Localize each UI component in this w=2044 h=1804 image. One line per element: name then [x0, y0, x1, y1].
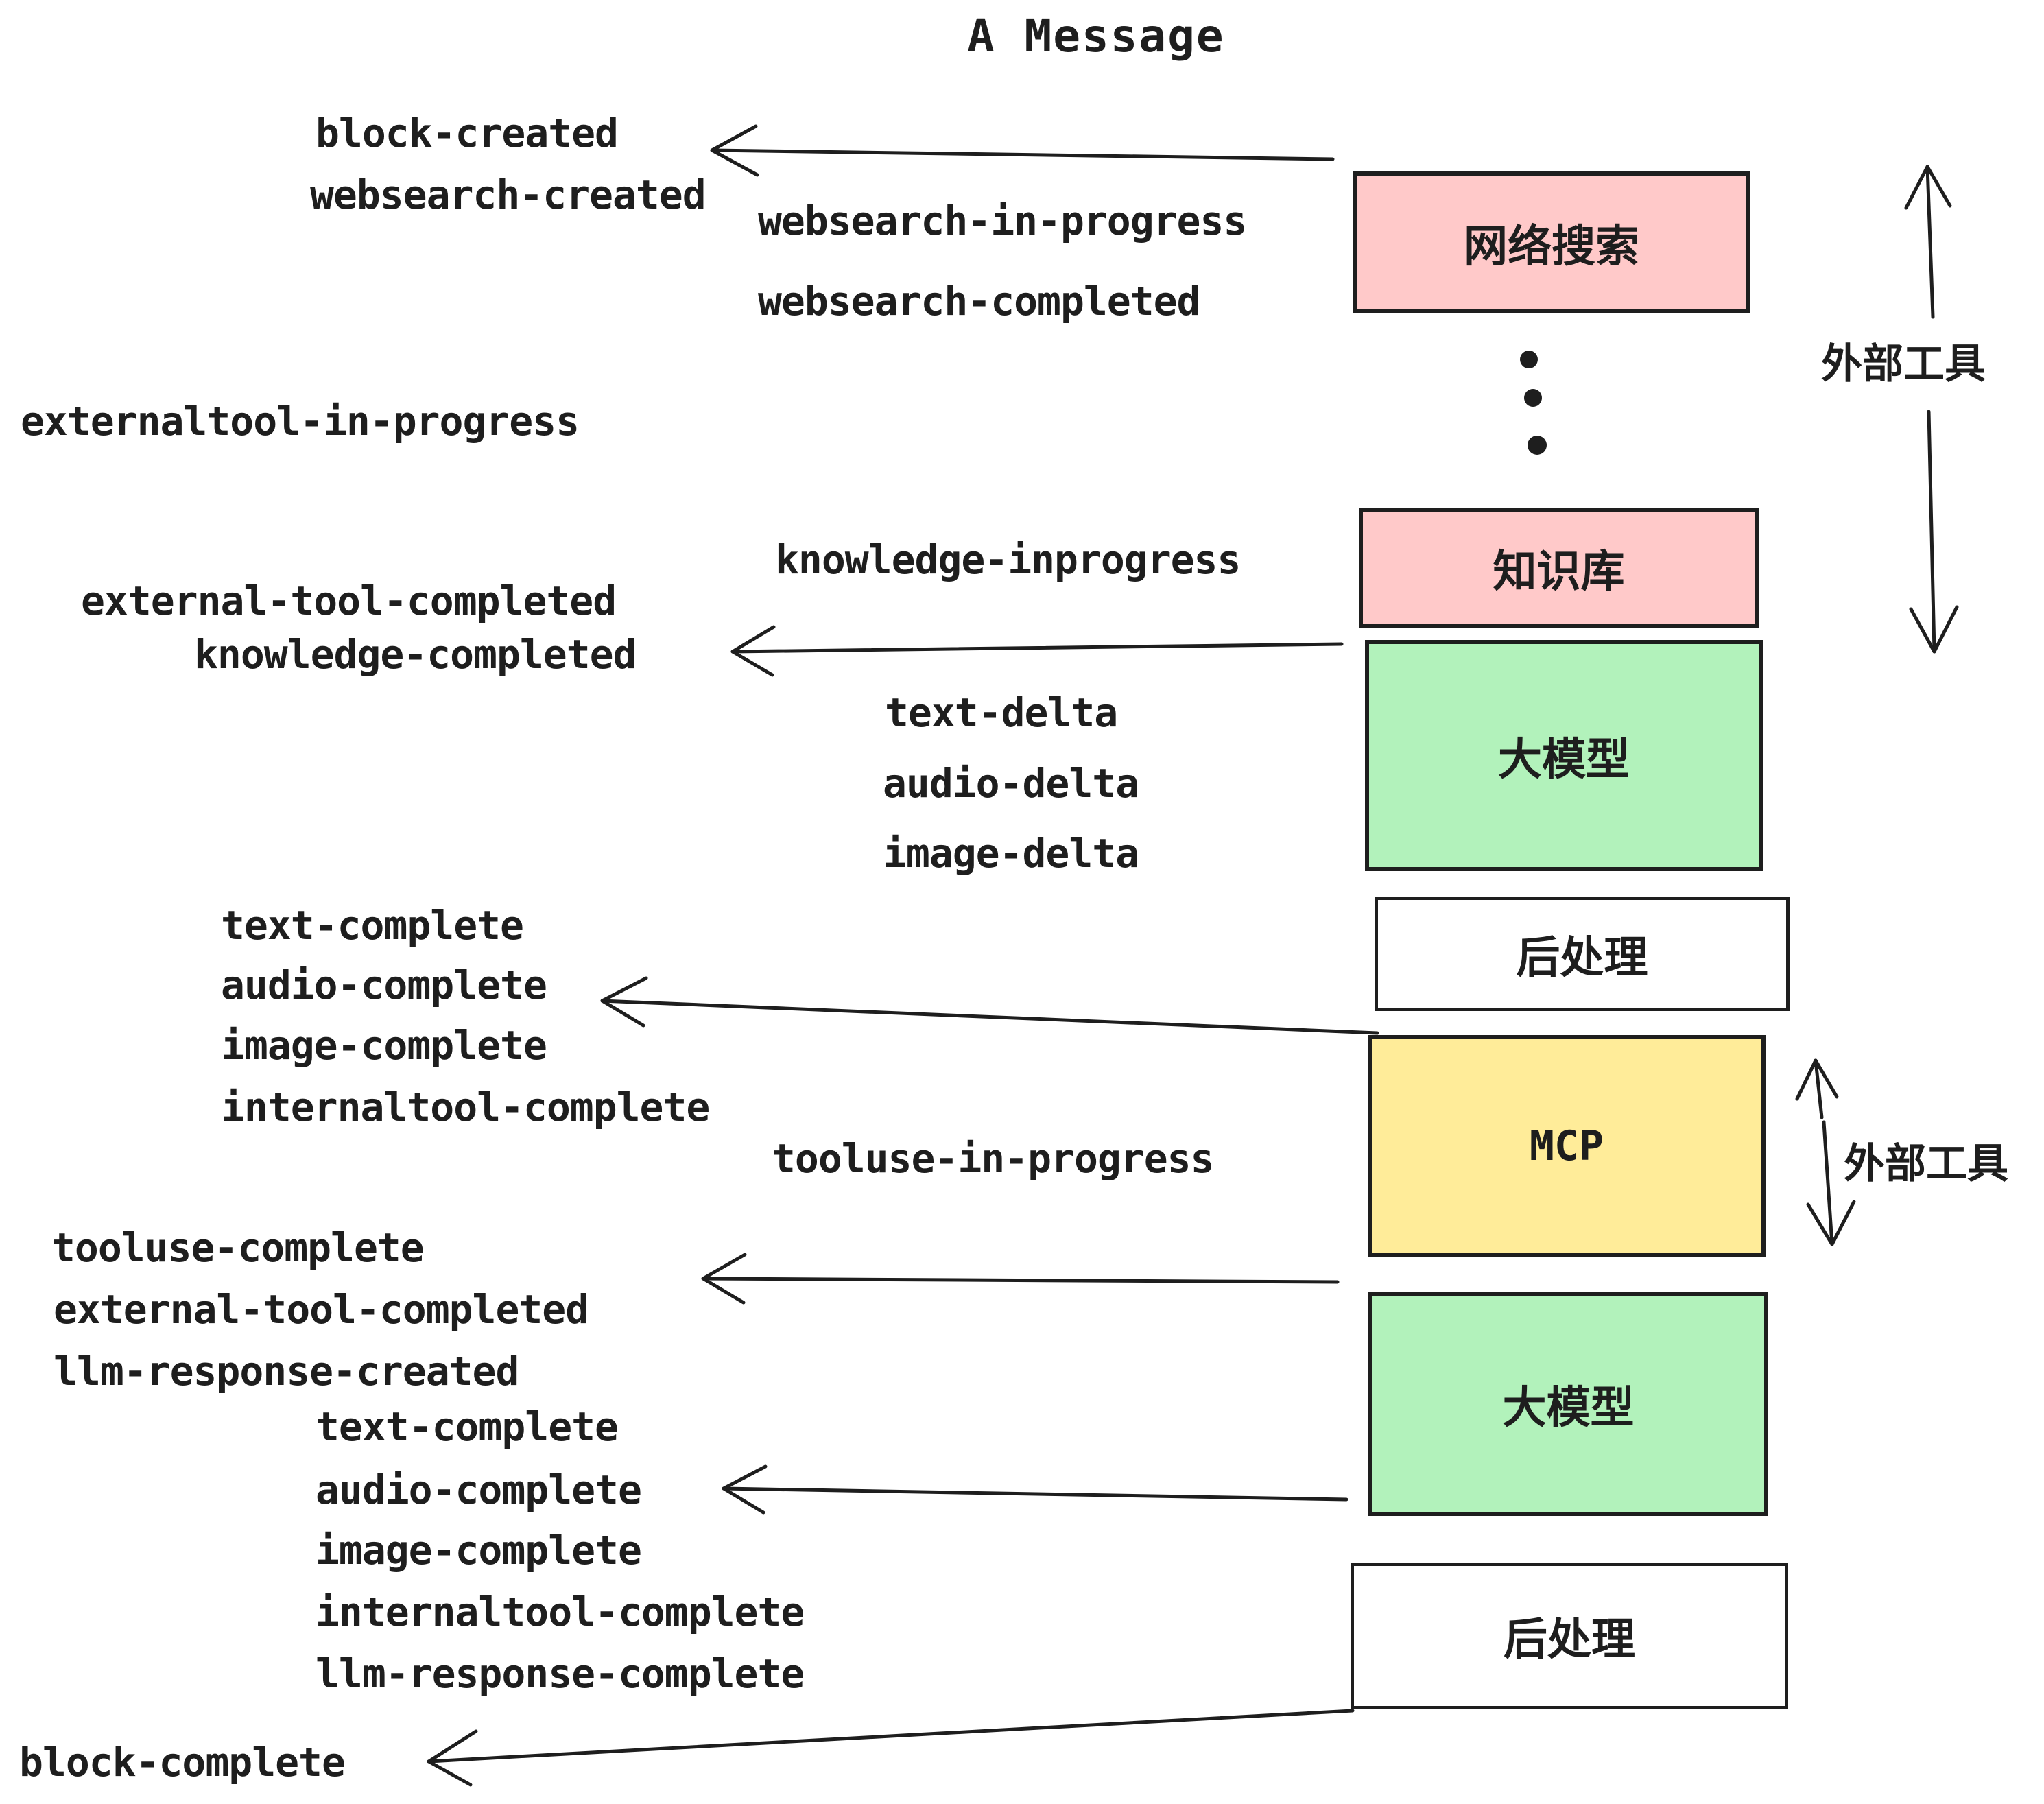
event-label-external-tool-completed-2: external-tool-completed — [54, 1286, 589, 1333]
event-label-knowledge-completed: knowledge-completed — [194, 631, 637, 678]
box-knowledge-base: 知识库 — [1359, 508, 1759, 628]
box-label: 网络搜索 — [1464, 221, 1639, 272]
event-label-audio-complete-2: audio-complete — [316, 1467, 642, 1513]
event-label-external-tool-completed-1: external-tool-completed — [81, 578, 617, 624]
external-tools-up-arrow-1 — [1904, 165, 1952, 319]
event-label-websearch-completed: websearch-completed — [758, 278, 1200, 324]
event-label-tooluse-complete: tooluse-complete — [51, 1224, 425, 1271]
box-label: 大模型 — [1498, 734, 1630, 785]
event-label-websearch-created: websearch-created — [310, 171, 706, 218]
event-label-audio-delta-1: audio-delta — [883, 760, 1139, 807]
arrow-image-complete — [600, 976, 1379, 1035]
event-label-block-complete: block-complete — [19, 1739, 346, 1785]
event-label-externaltool-in-progress: externaltool-in-progress — [21, 398, 580, 444]
diagram-title: A Message — [967, 10, 1225, 62]
arrow-audio-complete — [722, 1464, 1348, 1515]
box-postprocess-2: 后处理 — [1351, 1563, 1788, 1709]
event-label-image-complete-2: image-complete — [316, 1527, 642, 1574]
box-postprocess-1: 后处理 — [1375, 897, 1790, 1011]
box-label: 后处理 — [1516, 932, 1648, 984]
box-mcp: MCP — [1368, 1035, 1766, 1257]
arrow-knowledge-completed — [730, 625, 1344, 677]
arrow-block-complete — [427, 1709, 1355, 1787]
arrow-tooluse-complete — [701, 1253, 1340, 1305]
event-label-tooluse-in-progress: tooluse-in-progress — [772, 1135, 1214, 1182]
box-websearch: 网络搜索 — [1353, 171, 1750, 313]
event-label-internaltool-complete-1: internaltool-complete — [221, 1084, 710, 1130]
event-label-audio-complete-1: audio-complete — [221, 962, 547, 1008]
box-label: 知识库 — [1493, 547, 1625, 597]
box-llm-2: 大模型 — [1368, 1292, 1768, 1516]
event-label-knowledge-inprogress: knowledge-inprogress — [775, 536, 1241, 583]
event-label-internaltool-complete-2: internaltool-complete — [316, 1589, 805, 1635]
arrow-block-created — [710, 124, 1335, 177]
box-label: MCP — [1529, 1121, 1604, 1170]
event-label-text-complete-2: text-complete — [316, 1403, 619, 1450]
ellipsis-dots — [1520, 351, 1547, 455]
event-label-llm-response-complete: llm-response-complete — [316, 1650, 805, 1697]
event-label-image-complete-1: image-complete — [221, 1022, 547, 1069]
external-tools-label-bottom: 外部工具 — [1844, 1140, 2008, 1188]
external-tools-down-arrow-1 — [1909, 410, 1959, 654]
box-label: 大模型 — [1502, 1382, 1635, 1434]
event-label-text-complete-1: text-complete — [221, 902, 524, 949]
event-label-block-created: block-created — [316, 110, 619, 156]
external-tools-label-top: 外部工具 — [1821, 340, 1986, 388]
event-label-image-delta-1: image-delta — [883, 830, 1139, 877]
event-label-text-delta-1: text-delta — [885, 689, 1118, 736]
external-tools-up-arrow-2 — [1795, 1058, 1839, 1119]
box-label: 后处理 — [1504, 1615, 1635, 1665]
box-llm-1: 大模型 — [1365, 640, 1763, 871]
event-label-llm-response-created: llm-response-created — [54, 1348, 519, 1394]
event-label-websearch-in-progress: websearch-in-progress — [758, 198, 1247, 244]
